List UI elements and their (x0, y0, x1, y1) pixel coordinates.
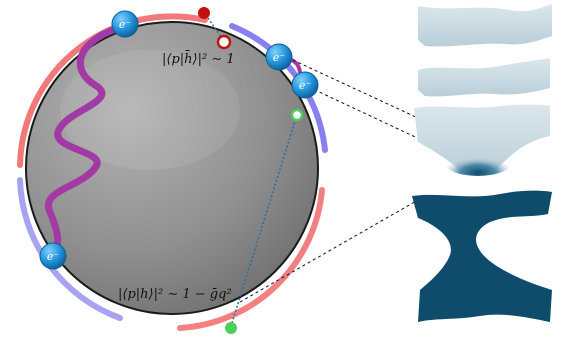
photon-wave (44, 22, 129, 260)
blue-arc-upper (229, 23, 328, 153)
red-dot-marker (198, 7, 210, 19)
red-arc-lower (177, 187, 325, 331)
electron-label: e⁻ (273, 51, 286, 64)
connector-top (281, 54, 419, 119)
electron-label: e⁻ (299, 79, 312, 92)
electron-2: e⁻ (265, 43, 293, 71)
surface-flat-2 (418, 58, 550, 97)
electron-label: e⁻ (47, 250, 60, 263)
connector-bottom (239, 199, 419, 303)
hollow-marker-green (290, 108, 304, 122)
projection-line (230, 114, 298, 327)
electron-4: e⁻ (39, 242, 67, 270)
overlap-label-top: |⟨p|h̄⟩|² ∼ 1 (162, 50, 235, 67)
electron-label: e⁻ (119, 18, 132, 31)
surface-flat-1 (418, 4, 552, 47)
red-dot-stem (207, 17, 223, 39)
sphere-highlight (60, 50, 240, 170)
green-dot-marker (225, 322, 237, 334)
surface-panels (412, 4, 552, 322)
surface-dip-shade (442, 144, 514, 176)
red-arc-upper (17, 13, 208, 168)
electron-1: e⁻ (111, 10, 139, 38)
hollow-marker-top (216, 34, 232, 50)
overlap-label-bottom: |⟨p|h⟩|² ∼ 1 − ḡq² (118, 287, 232, 302)
electron-3: e⁻ (291, 71, 319, 99)
surface-saddle (412, 190, 552, 322)
